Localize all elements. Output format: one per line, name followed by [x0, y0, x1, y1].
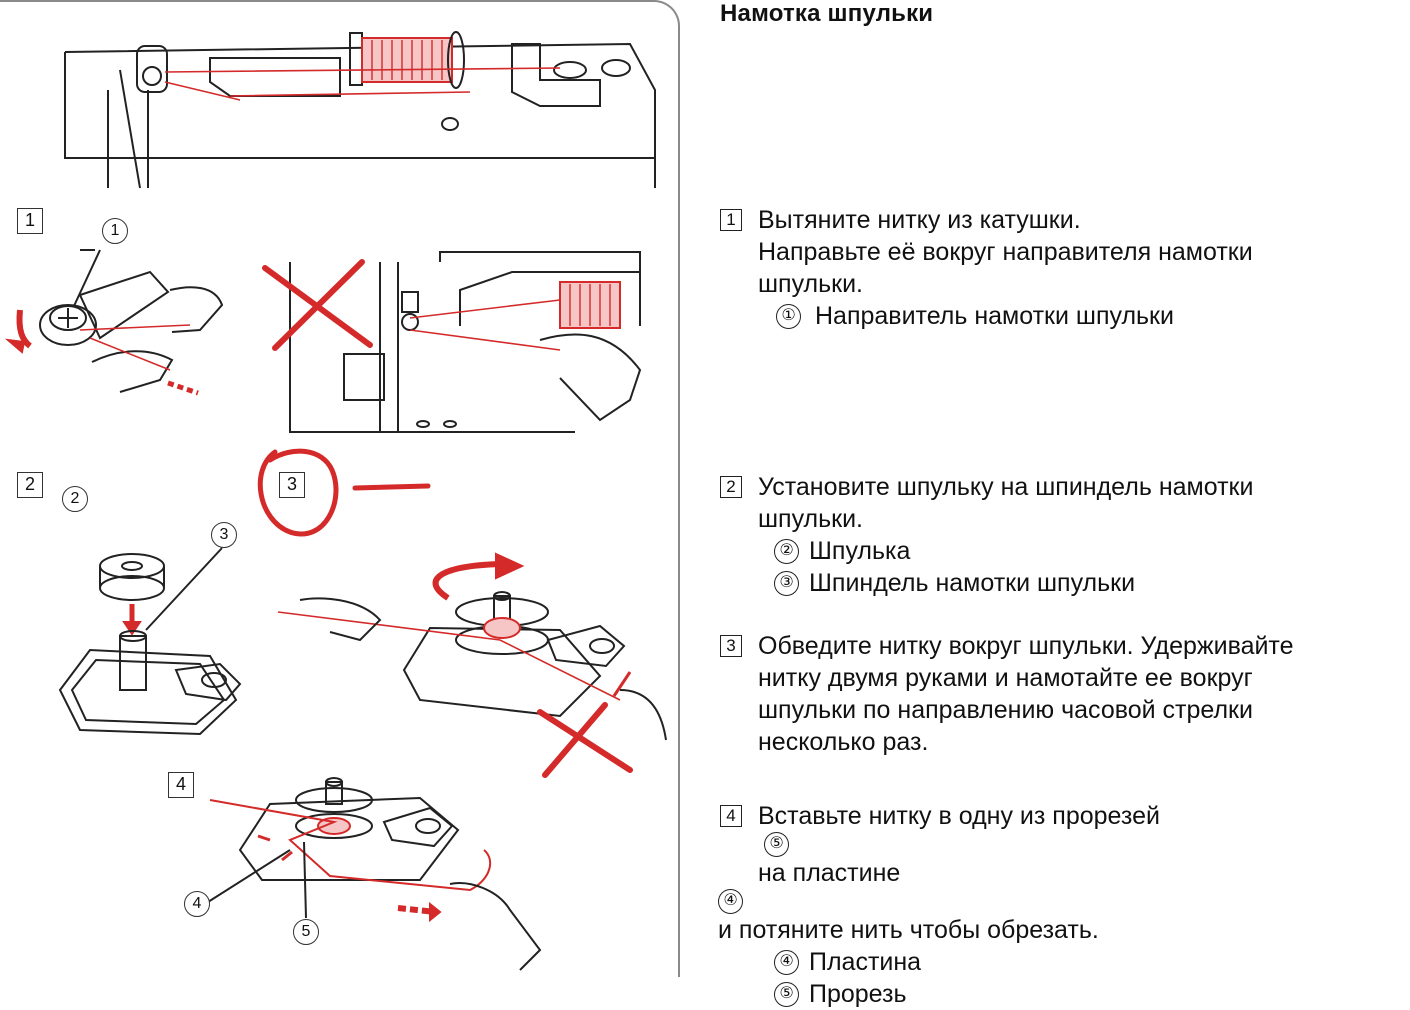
part-number: ①: [776, 303, 801, 329]
step3-red-circle: [257, 448, 431, 537]
step3-winding-view: [277, 552, 667, 778]
step-text-part: и потяните нить чтобы обрезать.: [718, 916, 1099, 944]
part-item: ① Направитель намотки шпульки: [776, 300, 1253, 332]
plate-callout: 4: [184, 891, 210, 917]
step-text-line: Обведите нитку вокруг шпульки. Удерживай…: [758, 632, 1294, 660]
step-text-line: шпульки по направлению часовой стрелки: [758, 696, 1253, 724]
step4-marker: 4: [168, 772, 194, 798]
part-label: Шпулька: [809, 537, 911, 565]
spindle-callout: 3: [211, 522, 237, 548]
part-item: ③ Шпиндель намотки шпульки: [774, 567, 1253, 599]
step1-side-view: [262, 251, 642, 433]
slit-callout: 5: [293, 919, 319, 945]
step2-marker: 2: [17, 472, 43, 498]
step-text-line: Установите шпульку на шпиндель намотки: [758, 473, 1254, 501]
part-number: ④: [774, 949, 799, 975]
step-number: 2: [720, 476, 742, 498]
step1-guide-view: [4, 249, 224, 396]
step-text-line: Вытяните нитку из катушки.: [758, 206, 1081, 234]
step-text-line: шпульки.: [758, 505, 864, 533]
step-1: 1 Вытяните нитку из катушки. Направьте е…: [718, 204, 1253, 332]
part-number: ⑤: [774, 981, 799, 1007]
step-text-line: несколько раз.: [758, 728, 929, 756]
part-label: Шпиндель намотки шпульки: [809, 569, 1136, 597]
step-number: 3: [720, 635, 742, 657]
step4-cutting-view: [207, 777, 542, 971]
illustration-panel: [0, 0, 680, 977]
part-item: ④ Пластина: [774, 946, 1160, 978]
part-number: ②: [774, 538, 799, 564]
guide-callout: 1: [102, 218, 128, 244]
step-text-line: нитку двумя руками и намотайте ее вокруг: [758, 664, 1253, 692]
step-number: 1: [720, 209, 742, 231]
part-number: ③: [774, 570, 799, 596]
step-text-line: Направьте её вокруг направителя намотки: [758, 238, 1253, 266]
part-label: Направитель намотки шпульки: [815, 302, 1174, 330]
step-3: 3 Обведите нитку вокруг шпульки. Удержив…: [718, 630, 1294, 758]
part-label: Прорезь: [809, 980, 907, 1008]
step-text-part: на пластине: [758, 859, 901, 887]
bobbin-winding-illustration: [4, 31, 667, 971]
step-text-part: Вставьте нитку в одну из прорезей: [758, 802, 1160, 830]
step3-marker: 3: [279, 472, 305, 498]
step1-marker: 1: [17, 208, 43, 234]
part-label: Пластина: [809, 948, 922, 976]
part-item: ② Шпулька: [774, 535, 1253, 567]
part-item: ⑤ Прорезь: [774, 978, 1160, 1010]
step-2: 2 Установите шпульку на шпиндель намотки…: [718, 471, 1253, 599]
bobbin-callout: 2: [62, 486, 88, 512]
slit-reference: ⑤: [764, 832, 789, 857]
step2-bobbin-view: [58, 249, 242, 736]
step-text-line: шпульки.: [758, 270, 864, 298]
step-number: 4: [720, 805, 742, 827]
page-title: Намотка шпульки: [720, 0, 934, 27]
plate-reference: ④: [718, 889, 743, 914]
machine-top-view: [64, 31, 656, 189]
